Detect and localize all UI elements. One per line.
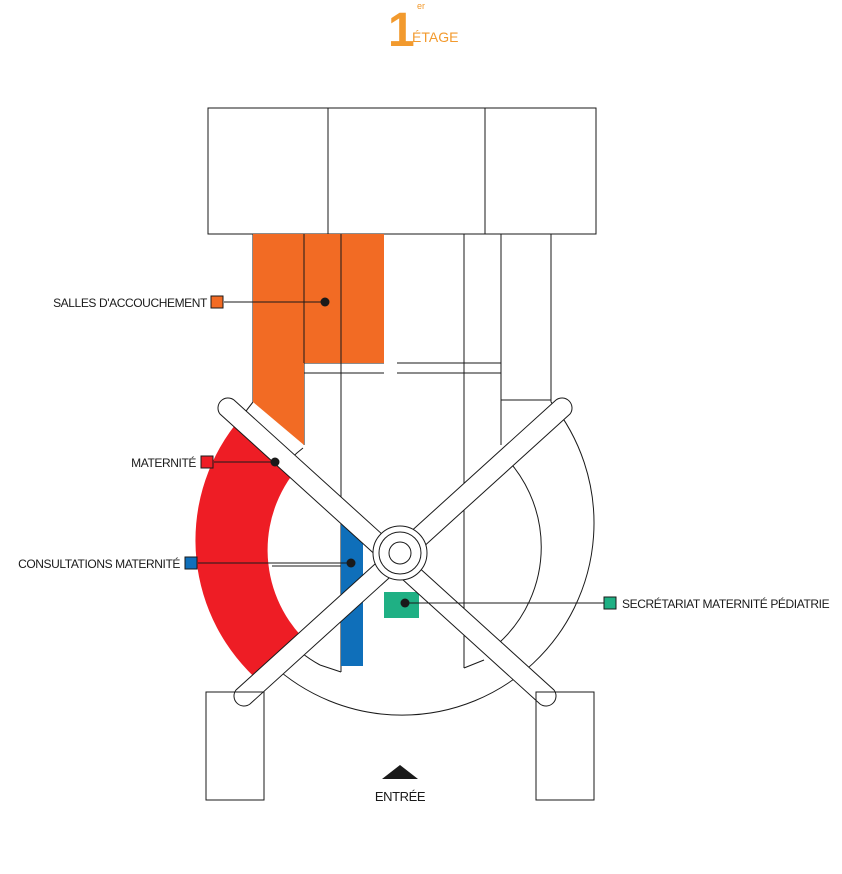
floor-number: 1: [388, 4, 415, 57]
zone-salles-accouchement: [253, 234, 384, 445]
leader-lines: [198, 297, 604, 608]
bottom-side-blocks: [205, 691, 595, 801]
center-hub: [372, 525, 428, 581]
legend-label-maternite: MATERNITÉ: [131, 455, 196, 470]
pin-consultations: [346, 558, 356, 568]
legend-swatch-maternite: [200, 455, 214, 469]
pin-secretariat: [400, 598, 410, 608]
legend-swatch-consultations: [184, 556, 198, 570]
entrance-marker: ENTRÉE: [375, 765, 426, 804]
pin-maternite: [270, 457, 280, 467]
floor-title: 1 er ÉTAGE: [388, 1, 458, 57]
floor-word: ÉTAGE: [412, 29, 458, 45]
legend-swatch-salles: [210, 295, 224, 309]
pin-salles: [320, 297, 330, 307]
legend-label-consultations: CONSULTATIONS MATERNITÉ: [18, 556, 180, 571]
legend-swatch-secretariat: [603, 596, 617, 610]
legend-label-salles: SALLES D'ACCOUCHEMENT: [53, 296, 208, 310]
entrance-label: ENTRÉE: [375, 789, 426, 804]
legend-label-secretariat: SECRÉTARIAT MATERNITÉ PÉDIATRIE: [622, 596, 830, 611]
triangle-up-icon: [382, 765, 418, 779]
floor-suffix: er: [417, 1, 425, 11]
zone-maternite: [195, 425, 305, 683]
top-building-block: [207, 107, 597, 235]
